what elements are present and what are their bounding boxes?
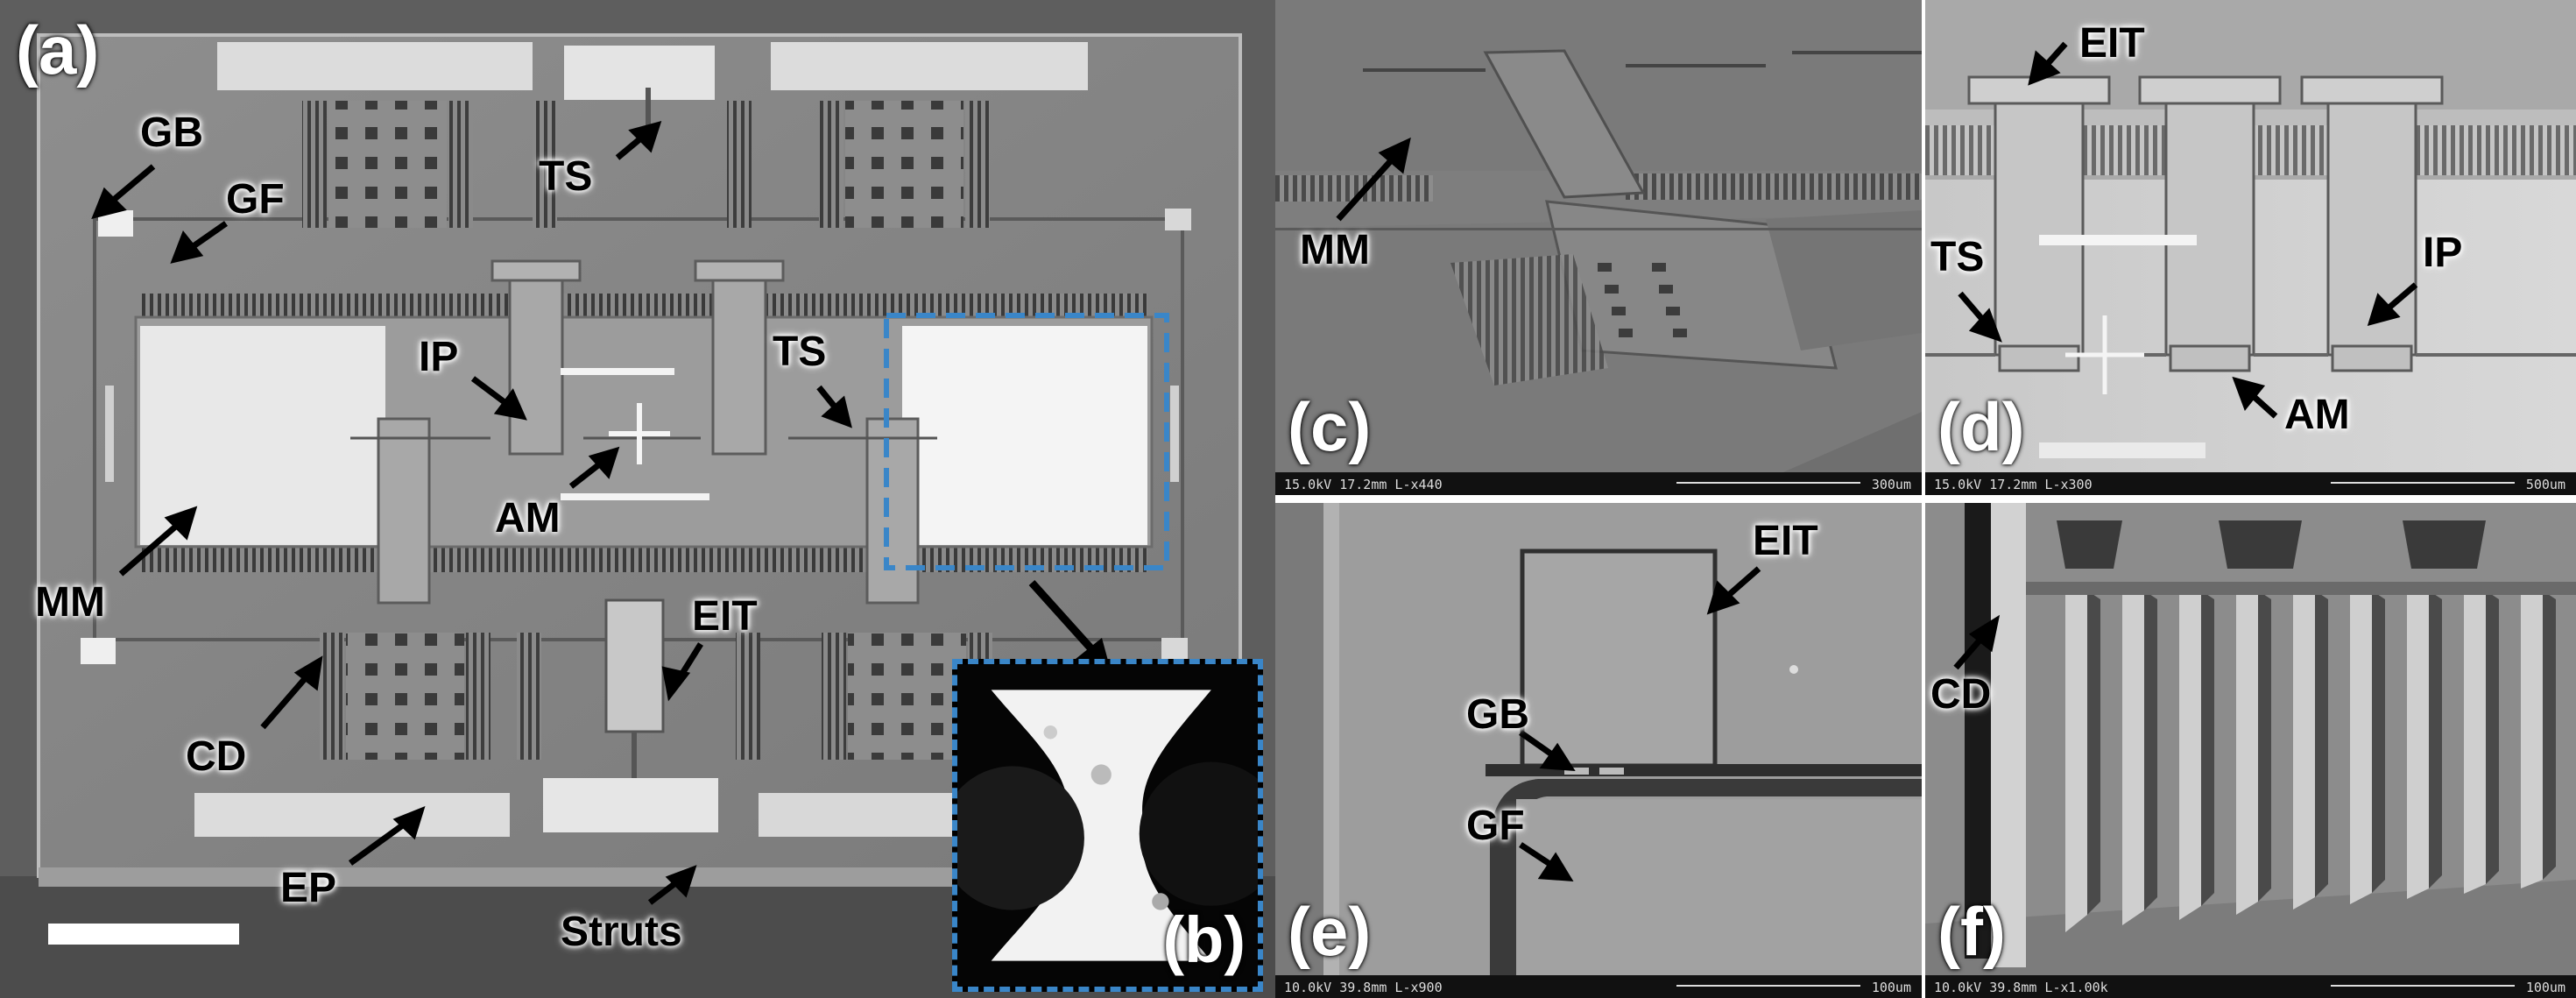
- inset-box-outline: [884, 313, 1169, 570]
- annot-d-ts: TS: [1930, 234, 1985, 280]
- annot-a-ts-mid: TS: [773, 329, 827, 375]
- alignment-mark: [609, 403, 670, 464]
- annot-a-ip: IP: [419, 334, 459, 380]
- panel-a-label: (a): [16, 11, 100, 88]
- annot-e-gf: GF: [1466, 803, 1525, 849]
- panel-c: (c) MM 15.0kV 17.2mm L-x440 300um: [1275, 0, 1922, 495]
- sem-scale-e: [1676, 978, 1860, 987]
- annot-a-struts: Struts: [561, 909, 682, 955]
- sem-scale-label-d: 500um: [2525, 477, 2565, 492]
- annot-a-ep: EP: [280, 865, 337, 911]
- sem-params-e: 10.0kV 39.8mm L-x900: [1284, 980, 1443, 995]
- sem-params-d: 15.0kV 17.2mm L-x300: [1934, 477, 2093, 492]
- panel-b-image: [957, 664, 1258, 987]
- annot-d-am: AM: [2284, 392, 2350, 438]
- annot-d-ip: IP: [2423, 230, 2463, 276]
- annot-d-eit: EIT: [2079, 20, 2145, 67]
- sem-params-f: 10.0kV 39.8mm L-x1.00k: [1934, 980, 2108, 995]
- sem-params-c: 15.0kV 17.2mm L-x440: [1284, 477, 1443, 492]
- panel-c-label: (c): [1288, 388, 1372, 465]
- annot-a-eit: EIT: [692, 593, 758, 640]
- annot-a-cd: CD: [186, 733, 247, 780]
- sem-scale-f: [2331, 978, 2515, 987]
- annot-a-ts-top: TS: [539, 153, 593, 200]
- annot-e-gb: GB: [1466, 691, 1529, 738]
- panel-b-label: (b): [1162, 903, 1246, 976]
- sem-info-bar-c: 15.0kV 17.2mm L-x440 300um: [1275, 472, 1922, 495]
- sem-scale-label-c: 300um: [1871, 477, 1911, 492]
- sem-scale-label-e: 100um: [1871, 980, 1911, 995]
- annot-a-mm: MM: [35, 579, 105, 626]
- panel-e-label: (e): [1288, 893, 1372, 970]
- annot-a-am: AM: [495, 495, 561, 541]
- sem-info-bar-d: 15.0kV 17.2mm L-x300 500um: [1925, 472, 2576, 495]
- panel-d: (d) EIT TS IP AM 15.0kV 17.2mm L-x300 50…: [1925, 0, 2576, 495]
- annot-a-gb: GB: [140, 110, 203, 156]
- scale-bar: [48, 924, 239, 945]
- panel-c-image: [1275, 0, 1922, 495]
- annot-a-gf: GF: [226, 176, 285, 223]
- panel-f-label: (f): [1937, 893, 2006, 970]
- panel-a: (b) (a) GB GF TS IP TS AM MM EIT CD EP S…: [0, 0, 1275, 998]
- panel-f-image: [1925, 503, 2576, 998]
- annot-c-mm: MM: [1300, 227, 1370, 273]
- panel-d-image: [1925, 0, 2576, 495]
- sem-scale-c: [1676, 475, 1860, 484]
- panel-e-image: [1275, 503, 1922, 998]
- sem-scale-d: [2331, 475, 2515, 484]
- sem-info-bar-f: 10.0kV 39.8mm L-x1.00k 100um: [1925, 975, 2576, 998]
- panel-f: (f) CD 10.0kV 39.8mm L-x1.00k 100um: [1925, 503, 2576, 998]
- panel-e: (e) EIT GB GF 10.0kV 39.8mm L-x900 100um: [1275, 503, 1922, 998]
- annot-f-cd: CD: [1930, 671, 1992, 718]
- sem-scale-label-f: 100um: [2525, 980, 2565, 995]
- panel-b: (b): [952, 659, 1263, 992]
- sem-info-bar-e: 10.0kV 39.8mm L-x900 100um: [1275, 975, 1922, 998]
- annot-e-eit: EIT: [1753, 518, 1818, 564]
- panel-d-label: (d): [1937, 388, 2025, 465]
